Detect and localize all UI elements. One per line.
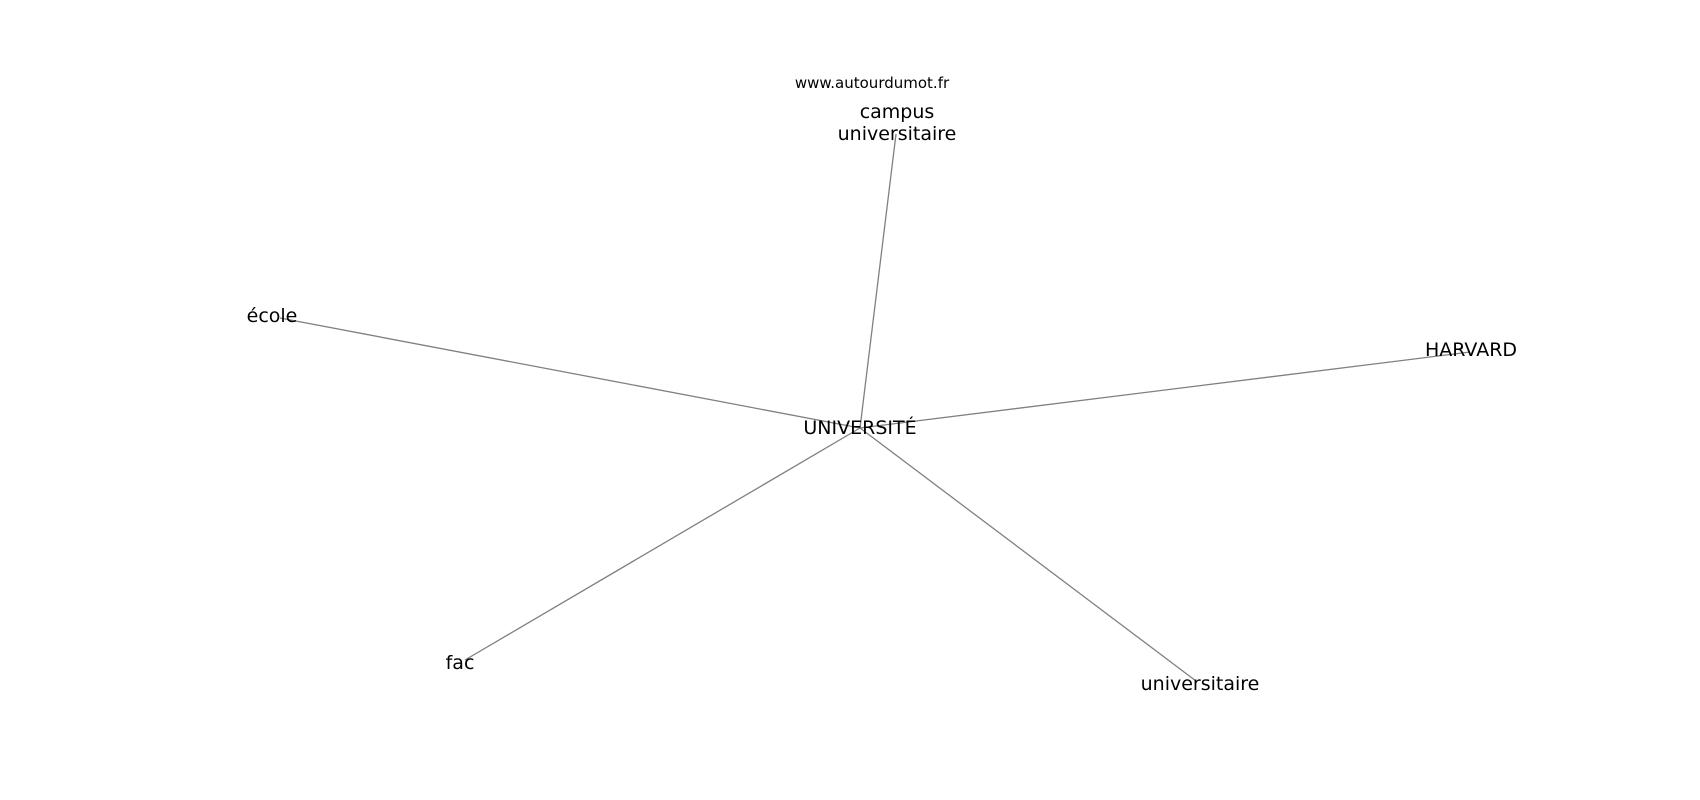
node-universitaire[interactable]: universitaire [1140,673,1260,695]
watermark: www.autourdumot.fr [794,74,950,92]
node-campus-universitaire[interactable]: campus universitaire [837,101,957,145]
edge-universite-ecole [279,317,861,429]
edge-universite-harvard [859,351,1471,429]
edge-universite-campus [859,133,897,429]
node-center[interactable]: UNIVERSITÉ [803,417,917,439]
node-fac[interactable]: fac [445,652,475,674]
edge-universite-fac [464,427,861,661]
node-harvard[interactable]: HARVARD [1424,339,1518,361]
edge-universite-universitaire [859,427,1197,682]
node-ecole[interactable]: école [246,305,298,327]
